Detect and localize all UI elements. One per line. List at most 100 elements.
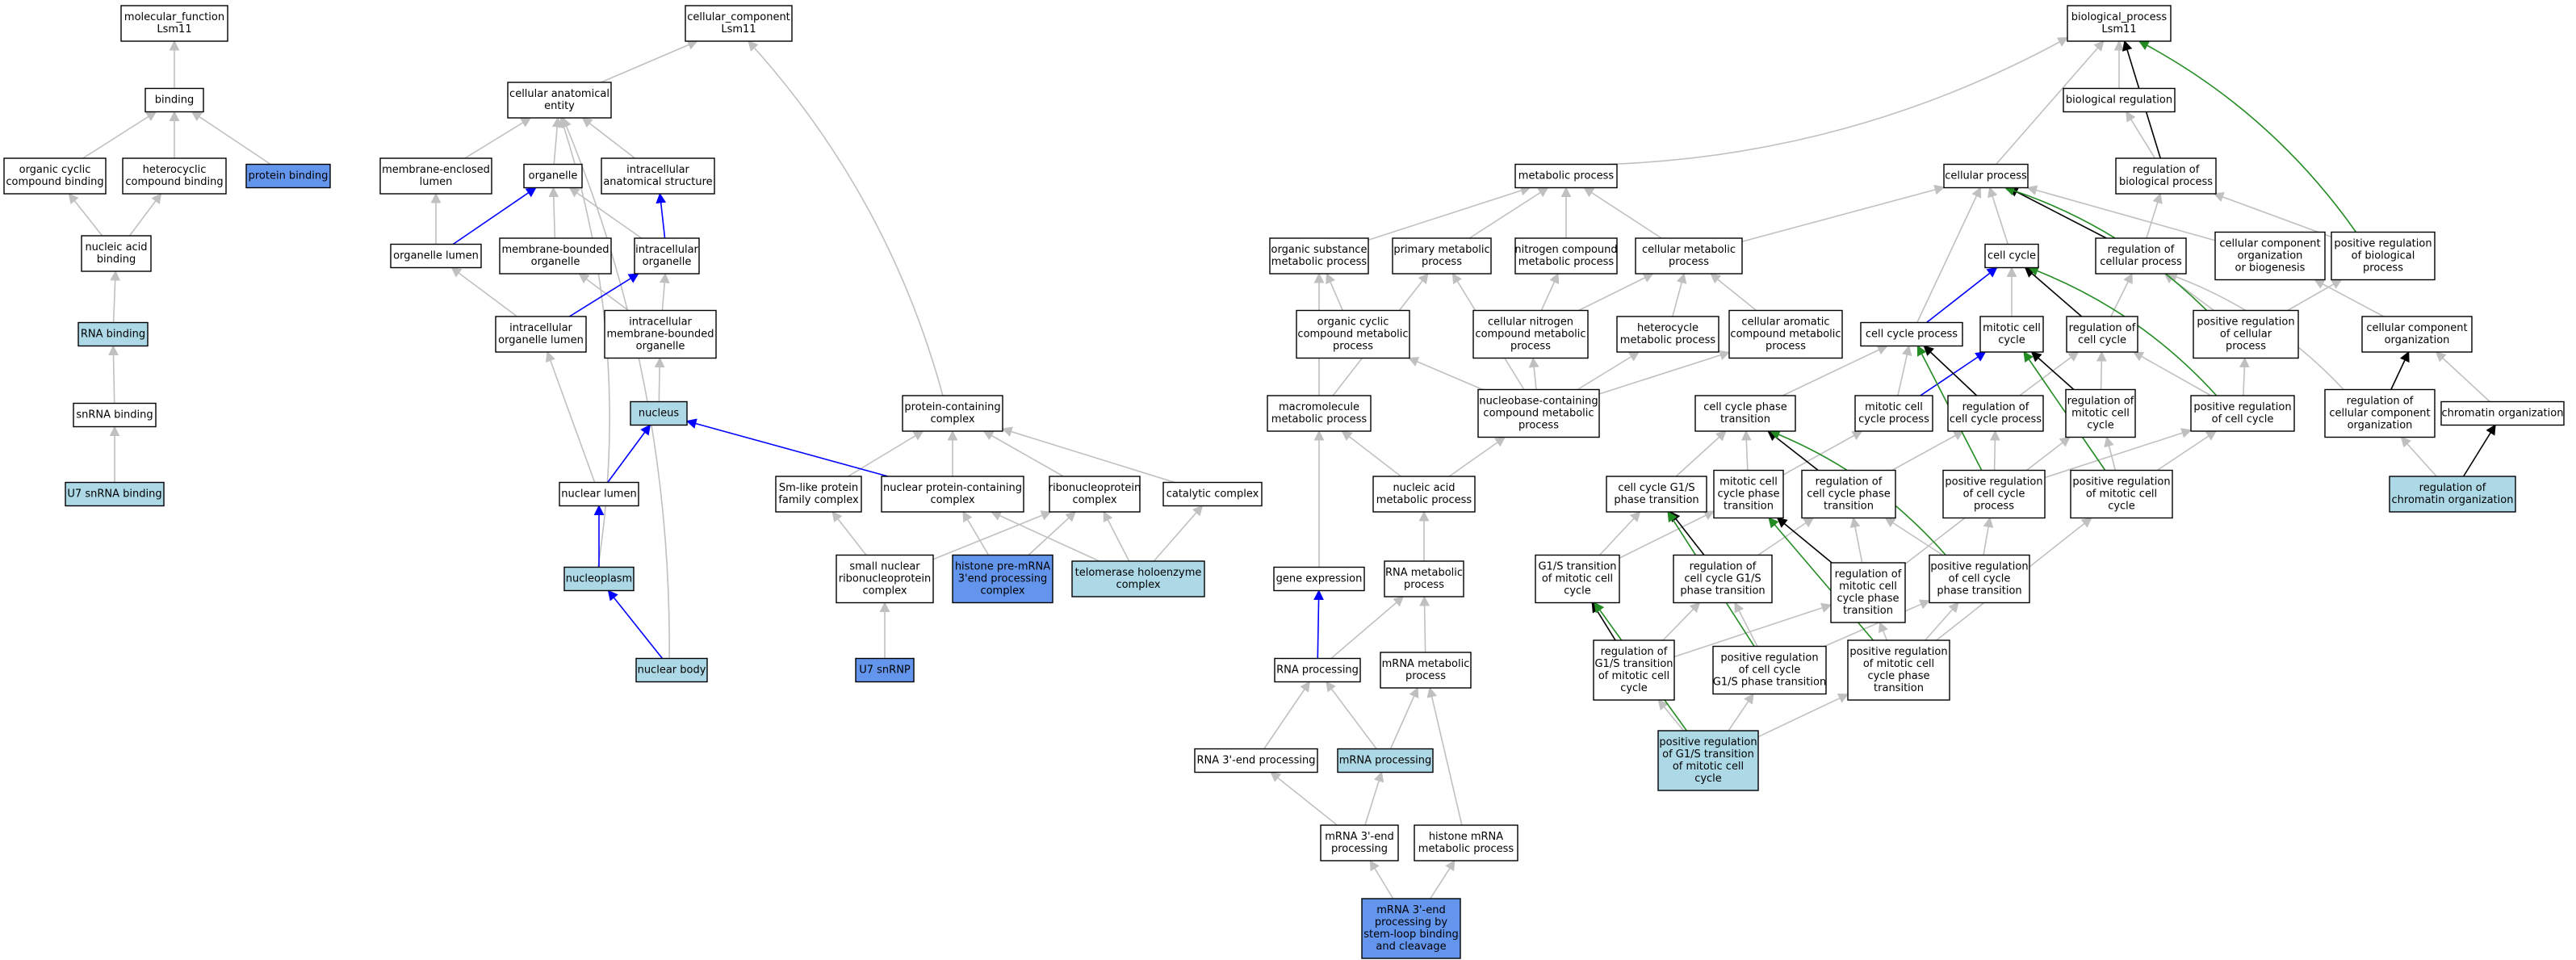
go-term-label-line: positive regulation bbox=[1930, 561, 2028, 573]
go-term-label-line: protein binding bbox=[249, 170, 329, 182]
go-term-label-line: regulation of bbox=[1835, 568, 1902, 581]
go-term-node-u7-snrnp[interactable]: U7 snRNP bbox=[855, 657, 915, 683]
go-term-node-binding[interactable]: binding bbox=[145, 87, 204, 113]
go-term-label-line: organic substance bbox=[1271, 244, 1368, 256]
edge-is-a-mrna-met-to-rna-met bbox=[1419, 595, 1430, 653]
go-term-node-nuclear-body[interactable]: nuclear body bbox=[635, 657, 708, 683]
go-term-label-line: organization bbox=[2385, 334, 2450, 346]
go-term-node-bio-reg[interactable]: biological regulation bbox=[2063, 87, 2176, 113]
go-term-node-u7-snrna-binding[interactable]: U7 snRNA binding bbox=[65, 481, 165, 507]
go-term-label-line: regulation of bbox=[1962, 401, 2029, 413]
go-term-label-line: intracellular bbox=[626, 164, 689, 176]
go-term-box bbox=[1830, 562, 1906, 623]
go-term-node-cellular-process[interactable]: cellular process bbox=[1943, 163, 2029, 189]
go-term-node-mrna-processing[interactable]: mRNA processing bbox=[1337, 748, 1434, 773]
go-term-node-rna-binding[interactable]: RNA binding bbox=[77, 321, 149, 347]
go-term-node-gene-expr[interactable]: gene expression bbox=[1273, 566, 1365, 592]
go-term-node-organelle[interactable]: organelle bbox=[523, 163, 583, 189]
go-term-label-line: snRNA binding bbox=[76, 409, 153, 421]
go-term-node-snrna-binding[interactable]: snRNA binding bbox=[73, 402, 157, 428]
go-term-node-protein-binding[interactable]: protein binding bbox=[245, 163, 331, 189]
go-term-node-chromatin-org[interactable]: chromatin organization bbox=[2440, 400, 2565, 426]
go-term-node-organelle-lumen[interactable]: organelle lumen bbox=[390, 243, 482, 269]
go-term-box bbox=[1694, 395, 1796, 432]
go-term-node-rna-processing[interactable]: RNA processing bbox=[1274, 657, 1361, 683]
go-term-label-line: regulation of bbox=[1690, 561, 1757, 573]
go-term-node-nucleus[interactable]: nucleus bbox=[630, 400, 688, 426]
go-term-node-cell-cycle[interactable]: cell cycle bbox=[1984, 243, 2039, 269]
go-term-node-nucleoplasm[interactable]: nucleoplasm bbox=[563, 566, 635, 592]
go-term-node-nuclear-lumen[interactable]: nuclear lumen bbox=[559, 481, 639, 507]
go-term-node-metabolic[interactable]: metabolic process bbox=[1514, 163, 1618, 189]
go-term-node-rna-3end[interactable]: RNA 3'-end processing bbox=[1194, 748, 1318, 773]
go-term-node-catalytic-complex[interactable]: catalytic complex bbox=[1162, 481, 1263, 507]
go-term-box bbox=[1657, 730, 1759, 791]
go-term-node-cell-cycle-proc[interactable]: cell cycle process bbox=[1860, 321, 1963, 347]
